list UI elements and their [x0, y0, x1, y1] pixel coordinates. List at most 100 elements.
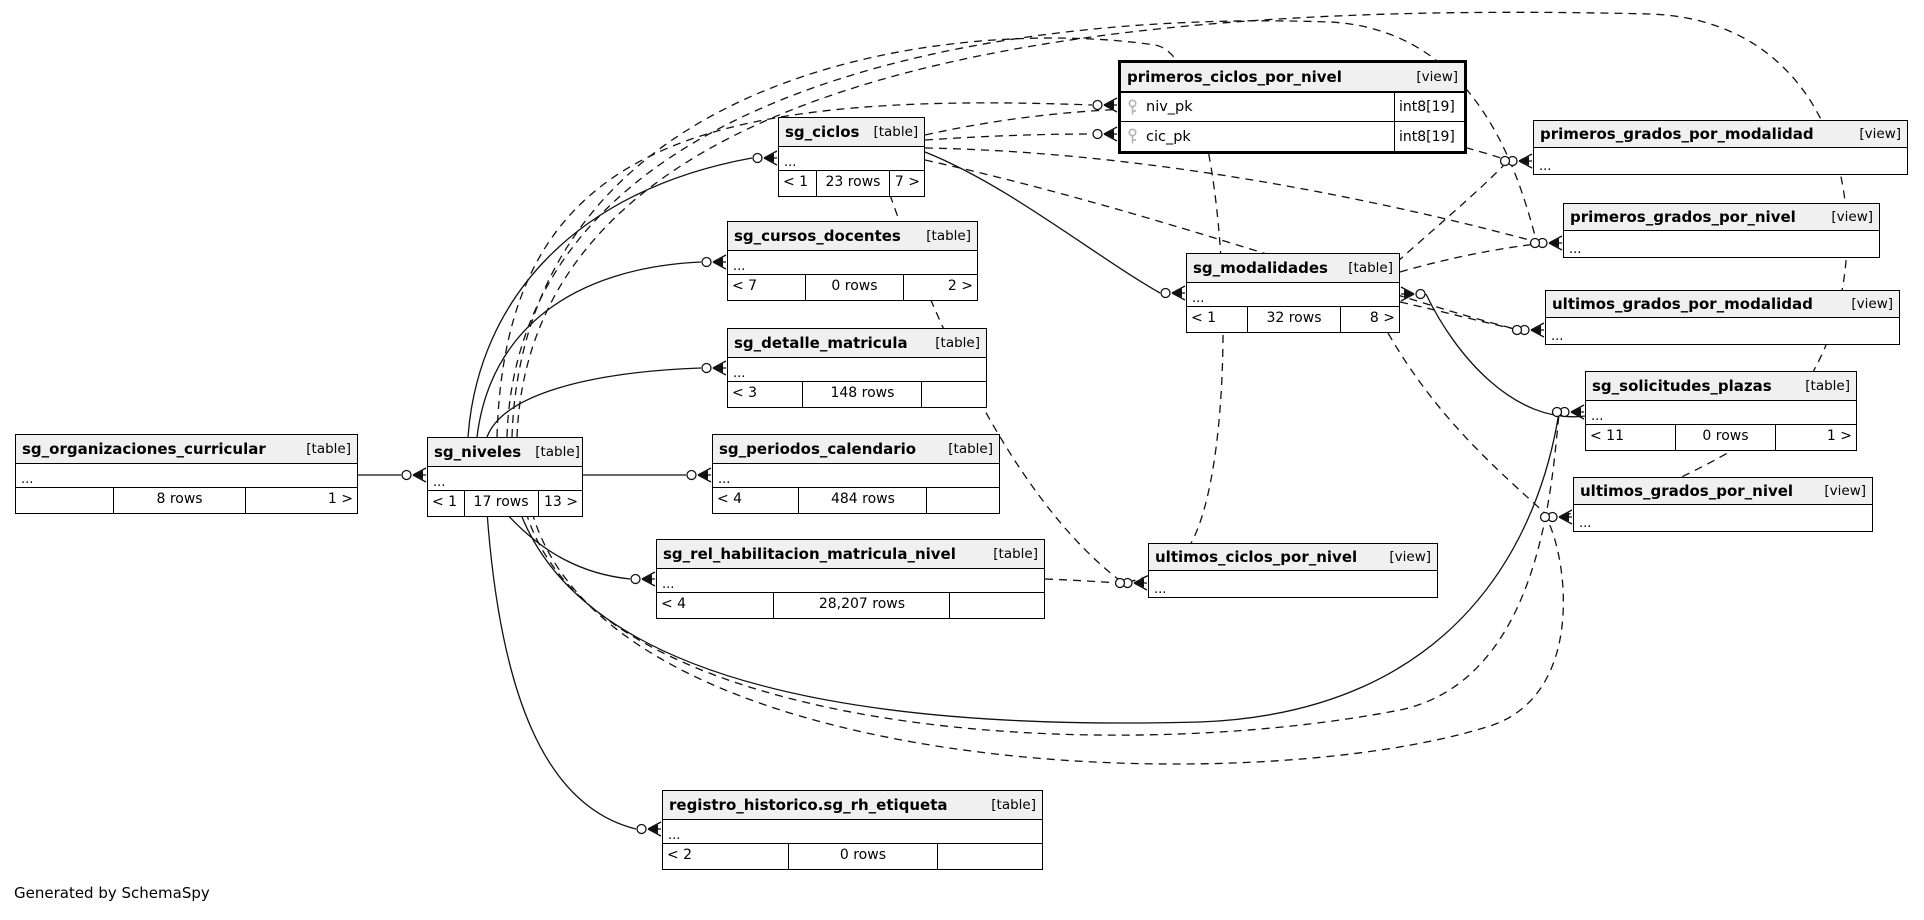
crowfoot-connector	[630, 571, 656, 587]
table-type-tag: [view]	[1824, 483, 1866, 499]
children-count	[949, 593, 1044, 618]
relationship-edge-sg_rel_habilitacion_matricula_nivel-to-ultimos_ciclos_por_nivel	[1044, 578, 1123, 584]
children-count: 1 >	[244, 488, 357, 513]
rows-count: 32 rows	[1247, 307, 1339, 332]
table-name-link[interactable]: sg_ciclos	[785, 123, 860, 141]
table-type-tag: [view]	[1851, 296, 1893, 312]
relationship-edge-sg_niveles-to-sg_rel_habilitacion_matricula_nivel	[504, 511, 631, 580]
table-name-link[interactable]: ultimos_grados_por_modalidad	[1552, 295, 1813, 313]
table-header: sg_organizaciones_curricular [table]	[16, 435, 357, 464]
table-type-tag: [table]	[926, 228, 971, 244]
columns-ellipsis: ...	[1579, 515, 1592, 531]
table-type-tag: [table]	[991, 797, 1036, 813]
relationship-edge-sg_niveles-to-sg_ciclos	[467, 157, 753, 438]
rows-count: 28,207 rows	[773, 593, 949, 618]
rows-count: 0 rows	[805, 275, 902, 300]
children-count: 2 >	[902, 275, 977, 300]
table-node-primeros_grados_por_modalidad[interactable]: primeros_grados_por_modalidad [view]...	[1533, 120, 1908, 175]
children-count: 13 >	[537, 491, 582, 516]
columns-ellipsis: ...	[728, 358, 986, 382]
crowfoot-connector	[1511, 322, 1545, 338]
table-node-ultimos_grados_por_modalidad[interactable]: ultimos_grados_por_modalidad[view]...	[1545, 290, 1900, 345]
rows-count: 0 rows	[788, 844, 936, 869]
table-type-tag: [table]	[535, 444, 580, 460]
table-header: registro_historico.sg_rh_etiqueta [table]	[663, 791, 1042, 820]
table-name-link[interactable]: sg_niveles	[434, 443, 522, 461]
relationship-edge-sg_niveles-to-sg_detalle_matricula	[486, 367, 702, 438]
table-header: sg_niveles [table]	[428, 438, 582, 467]
table-name-link[interactable]: sg_cursos_docentes	[734, 227, 901, 245]
table-name-link[interactable]: primeros_grados_por_nivel	[1570, 208, 1796, 226]
table-header: primeros_grados_por_modalidad [view]	[1534, 121, 1907, 148]
parents-count	[16, 488, 113, 513]
parents-count: < 2	[667, 847, 693, 863]
rows-count: 0 rows	[1675, 425, 1774, 450]
crowfoot-connector	[752, 150, 778, 166]
columns-ellipsis: ...	[663, 820, 1042, 844]
primary-key-icon	[1127, 98, 1138, 116]
crowfoot-connector	[1529, 235, 1563, 251]
table-type-tag: [view]	[1859, 126, 1901, 142]
table-name-link[interactable]: registro_historico.sg_rh_etiqueta	[669, 796, 948, 814]
table-header: ultimos_ciclos_por_nivel [view]	[1149, 544, 1437, 571]
children-count	[926, 488, 999, 513]
parents-count: < 1	[783, 174, 809, 190]
table-name-link[interactable]: sg_solicitudes_plazas	[1592, 377, 1772, 395]
relationship-edge-sg_modalidades-to-ultimos_grados_por_modalidad	[1399, 301, 1520, 331]
crowfoot-connector	[636, 821, 662, 837]
parents-count: < 7	[732, 278, 758, 294]
table-type-tag: [table]	[873, 124, 919, 140]
columns-ellipsis: ...	[16, 464, 357, 488]
table-node-primeros_grados_por_nivel[interactable]: primeros_grados_por_nivel[view]...	[1563, 203, 1880, 258]
table-name-link[interactable]: sg_detalle_matricula	[734, 334, 908, 352]
columns-ellipsis: ...	[1539, 158, 1552, 174]
table-name-link[interactable]: sg_organizaciones_curricular	[22, 440, 266, 458]
table-name-link[interactable]: ultimos_grados_por_nivel	[1580, 482, 1794, 500]
parents-count: < 1	[1191, 310, 1217, 326]
column-name: cic_pk	[1146, 128, 1191, 145]
table-name-link[interactable]: sg_modalidades	[1193, 259, 1328, 277]
table-stats-row: < 2 0 rows	[663, 844, 1042, 869]
columns-ellipsis: ...	[1187, 283, 1399, 307]
table-type-tag: [view]	[1389, 549, 1431, 565]
table-node-sg_organizaciones_curricular[interactable]: sg_organizaciones_curricular [table]...8 …	[15, 434, 358, 514]
relationship-edge-sg_ciclos-to-primeros_ciclos_por_nivel.cic_pk	[924, 133, 1093, 141]
table-node-ultimos_ciclos_por_nivel[interactable]: ultimos_ciclos_por_nivel[view]...	[1148, 543, 1438, 598]
table-name-link[interactable]: primeros_grados_por_modalidad	[1540, 125, 1814, 143]
table-name-link[interactable]: primeros_ciclos_por_nivel	[1127, 68, 1342, 86]
relationship-edge-sg_ciclos-to-primeros_grados_por_nivel	[924, 147, 1538, 243]
rows-count: 8 rows	[113, 488, 244, 513]
table-name-link[interactable]: sg_periodos_calendario	[719, 440, 917, 458]
table-header: sg_periodos_calendario [table]	[713, 435, 999, 464]
table-type-tag: [view]	[1831, 209, 1873, 225]
parents-count: < 11	[1590, 428, 1624, 444]
children-count: 7 >	[889, 171, 924, 196]
table-type-tag: [table]	[948, 441, 993, 457]
relationship-edge-sg_modalidades-to-primeros_grados_por_modalidad	[1396, 161, 1508, 263]
parents-count: < 4	[717, 491, 743, 507]
table-name-link[interactable]: sg_rel_habilitacion_matricula_nivel	[663, 545, 956, 563]
relationship-edge-sg_niveles-to-registro_historico.sg_rh_etiqueta	[486, 511, 637, 830]
primary-key-icon	[1127, 128, 1138, 145]
table-header: sg_solicitudes_plazas[table]	[1586, 372, 1856, 401]
crowfoot-connector	[701, 360, 727, 376]
table-type-tag: [table]	[306, 441, 351, 457]
table-header: sg_rel_habilitacion_matricula_nivel[tabl…	[657, 540, 1044, 569]
column-type: int8[19]	[1394, 122, 1464, 151]
table-node-ultimos_grados_por_nivel[interactable]: ultimos_grados_por_nivel [view]...	[1573, 477, 1873, 532]
relationship-edge-sg_niveles-to-sg_cursos_docentes	[476, 261, 702, 438]
table-node-registro_historico.sg_rh_etiqueta[interactable]: registro_historico.sg_rh_etiqueta [table]…	[662, 790, 1043, 870]
table-name-link[interactable]: ultimos_ciclos_por_nivel	[1155, 548, 1358, 566]
table-node-sg_rel_habilitacion_matricula_nivel[interactable]: sg_rel_habilitacion_matricula_nivel[tabl…	[656, 539, 1045, 619]
